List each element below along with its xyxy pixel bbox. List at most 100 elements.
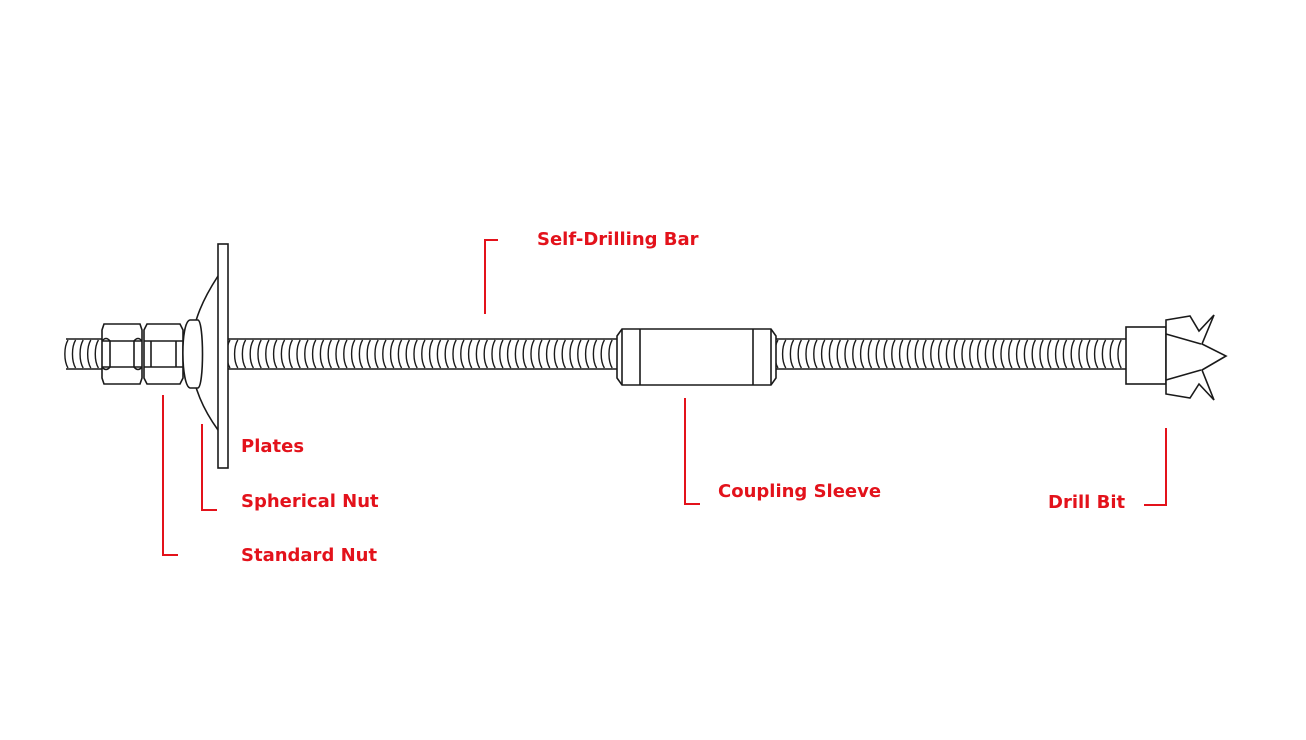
- thread-rib: [413, 339, 418, 369]
- standard-nut-collar: [143, 323, 184, 385]
- thread-rib: [1070, 339, 1076, 369]
- thread-rib: [836, 339, 842, 369]
- leader-coupling-sleeve: [684, 398, 700, 505]
- thread-rib: [545, 339, 551, 369]
- label-spherical-nut: Spherical Nut: [241, 491, 379, 512]
- label-drill-bit: Drill Bit: [1048, 492, 1126, 513]
- thread-rib: [350, 339, 356, 369]
- thread-rib: [797, 339, 803, 369]
- thread-rib: [522, 339, 528, 369]
- thread-rib: [561, 339, 567, 369]
- thread-rib: [1015, 339, 1021, 369]
- bar-outline: [228, 338, 619, 370]
- thread-rib: [1023, 339, 1029, 369]
- thread-rib: [272, 339, 278, 369]
- thread-rib: [820, 339, 826, 369]
- thread-rib: [1000, 339, 1005, 369]
- thread-rib: [389, 339, 395, 369]
- standard-nut: [101, 323, 143, 385]
- threaded-bar-middle: [226, 338, 619, 370]
- thread-rib: [1054, 339, 1060, 369]
- thread-rib: [64, 339, 69, 369]
- thread-rib: [94, 339, 100, 369]
- thread-rib: [491, 339, 496, 369]
- thread-rib: [71, 339, 77, 369]
- threaded-bar-right: [774, 338, 1127, 370]
- thread-rib: [327, 339, 333, 369]
- thread-rib: [444, 339, 450, 369]
- thread-rib: [319, 339, 325, 369]
- thread-rib: [467, 339, 473, 369]
- drill-bit: [1125, 314, 1228, 401]
- thread-rib: [257, 339, 262, 369]
- thread-rib: [1086, 339, 1091, 369]
- thread-rib: [553, 339, 559, 369]
- thread-rib: [969, 339, 974, 369]
- thread-rib: [781, 339, 787, 369]
- threaded-bar-left: [64, 338, 104, 370]
- leader-self-drilling-bar: [484, 239, 498, 314]
- thread-rib: [953, 339, 959, 369]
- thread-rib: [311, 339, 317, 369]
- thread-rib: [538, 339, 543, 369]
- spherical-nut: [182, 319, 204, 389]
- thread-rib: [937, 339, 943, 369]
- thread-rib: [1062, 339, 1068, 369]
- thread-rib: [366, 339, 372, 369]
- thread-rib: [961, 339, 966, 369]
- thread-rib: [976, 339, 982, 369]
- bar-outline: [776, 338, 1127, 370]
- thread-rib: [592, 339, 598, 369]
- thread-rib: [805, 339, 810, 369]
- thread-rib: [79, 339, 84, 369]
- thread-rib: [930, 339, 935, 369]
- label-plates: Plates: [241, 436, 305, 457]
- thread-rib: [335, 339, 340, 369]
- thread-rib: [1117, 339, 1122, 369]
- thread-rib: [992, 339, 998, 369]
- thread-rib: [436, 339, 442, 369]
- thread-rib: [898, 339, 904, 369]
- thread-rib: [1101, 339, 1107, 369]
- thread-rib: [374, 339, 379, 369]
- thread-rib: [906, 339, 912, 369]
- label-standard-nut: Standard Nut: [241, 545, 378, 566]
- thread-rib: [844, 339, 849, 369]
- thread-rib: [1093, 339, 1099, 369]
- thread-rib: [530, 339, 535, 369]
- thread-rib: [343, 339, 348, 369]
- thread-rib: [914, 339, 920, 369]
- thread-rib: [288, 339, 294, 369]
- thread-rib: [584, 339, 590, 369]
- thread-rib: [241, 339, 247, 369]
- thread-rib: [249, 339, 255, 369]
- thread-rib: [577, 339, 582, 369]
- thread-rib: [852, 339, 857, 369]
- thread-rib: [358, 339, 364, 369]
- thread-rib: [859, 339, 865, 369]
- thread-rib: [499, 339, 504, 369]
- leader-spherical-nut: [201, 424, 217, 511]
- thread-rib: [813, 339, 818, 369]
- thread-rib: [1109, 339, 1115, 369]
- thread-rib: [421, 339, 426, 369]
- thread-rib: [382, 339, 387, 369]
- plate: [217, 243, 229, 469]
- thread-rib: [86, 339, 92, 369]
- thread-rib: [789, 339, 795, 369]
- thread-rib: [483, 339, 489, 369]
- thread-rib: [428, 339, 434, 369]
- thread-rib: [608, 339, 613, 369]
- leader-standard-nut: [162, 395, 178, 556]
- thread-rib: [875, 339, 881, 369]
- thread-rib: [1078, 339, 1083, 369]
- thread-rib: [569, 339, 574, 369]
- thread-rib: [828, 339, 834, 369]
- thread-rib: [405, 339, 411, 369]
- thread-rib: [460, 339, 465, 369]
- thread-rib: [397, 339, 403, 369]
- thread-rib: [600, 339, 606, 369]
- thread-rib: [1047, 339, 1052, 369]
- thread-rib: [883, 339, 888, 369]
